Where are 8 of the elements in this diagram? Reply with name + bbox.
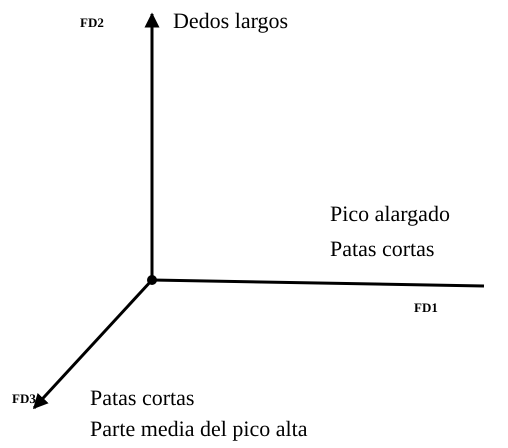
axis-description: Parte media del pico alta <box>90 418 308 440</box>
axis-label: FD1 <box>414 301 438 314</box>
axis-description: Patas cortas <box>90 387 194 409</box>
axis-description: Dedos largos <box>173 10 288 32</box>
axis-label: FD2 <box>80 16 104 29</box>
axis-description: Pico alargado <box>330 203 450 225</box>
axis-description: Patas cortas <box>330 238 434 260</box>
axis-label: FD3 <box>12 392 36 405</box>
